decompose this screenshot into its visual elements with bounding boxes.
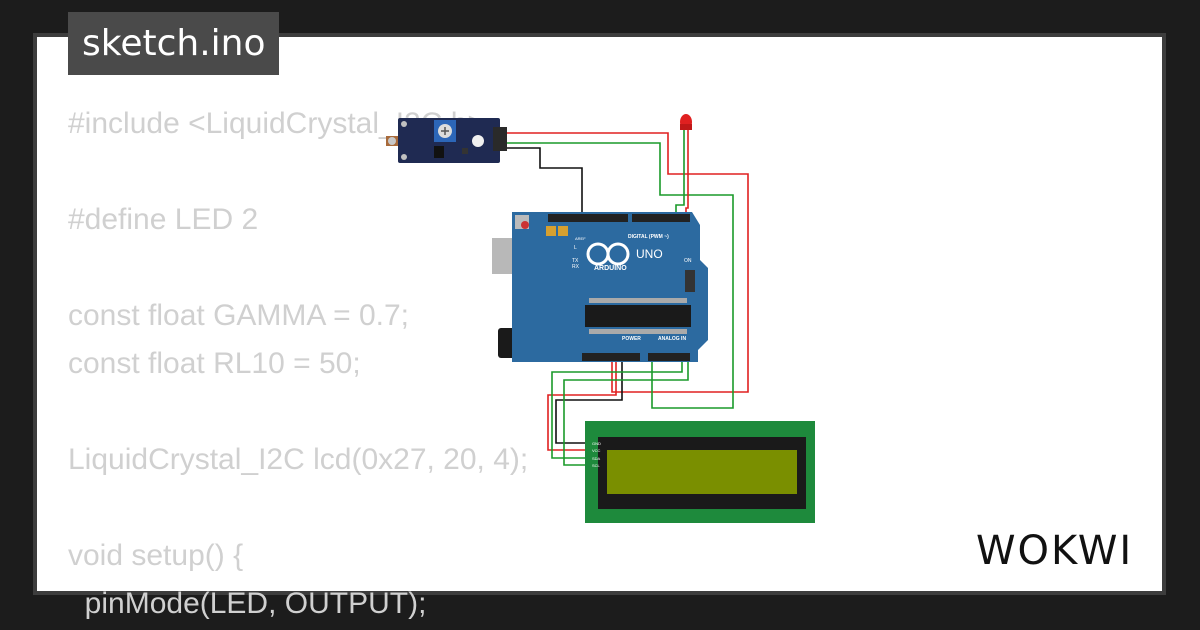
l-led-label: L	[574, 245, 577, 251]
lcd-pin-gnd: GND	[592, 441, 601, 446]
wire-black-lcd-gnd	[555, 355, 623, 444]
on-led-label: ON	[684, 258, 692, 264]
board-model: UNO	[636, 247, 663, 261]
wire-red-lcd-vcc	[547, 355, 617, 451]
code-line: LiquidCrystal_I2C lcd(0x27, 20, 4);	[68, 443, 529, 476]
wire-black-gnd-ldr	[500, 147, 583, 214]
file-tab[interactable]: sketch.ino	[68, 12, 280, 75]
wire-green-lcd-scl	[563, 355, 689, 466]
code-line: const float GAMMA = 0.7;	[68, 299, 409, 332]
wires	[500, 130, 749, 466]
digital-header-label: DIGITAL (PWM ~)	[628, 234, 669, 240]
aref-label: AREF	[575, 236, 586, 241]
wire-led-cathode	[675, 130, 685, 214]
ldr-sensor-module[interactable]	[386, 118, 507, 163]
board-brand: ARDUINO	[594, 265, 627, 272]
svg-text:WOKWI: WOKWI	[976, 528, 1133, 570]
code-line: void setup() {	[68, 539, 244, 572]
code-line: pinMode(LED, OUTPUT);	[68, 587, 427, 620]
analog-header-label: ANALOG IN	[658, 336, 686, 342]
lcd-i2c-display[interactable]: GND VCC SDA SCL	[585, 421, 815, 523]
wire-led-anode	[685, 130, 689, 214]
lcd-pin-sda: SDA	[592, 456, 601, 461]
wokwi-logo: WOKWI	[976, 528, 1133, 570]
lcd-pin-vcc: VCC	[592, 448, 601, 453]
code-line: #define LED 2	[68, 203, 259, 236]
code-line: const float RL10 = 50;	[68, 347, 361, 380]
wire-red-vcc-ldr	[500, 132, 749, 393]
rx-led-label: RX	[572, 264, 580, 270]
wire-green-do-led	[500, 142, 734, 409]
arduino-uno-board[interactable]: ARDUINO UNO DIGITAL (PWM ~) POWER ANALOG…	[492, 212, 708, 362]
red-led[interactable]	[680, 114, 692, 130]
power-header-label: POWER	[622, 336, 641, 342]
lcd-pin-scl: SCL	[592, 463, 601, 468]
tx-led-label: TX	[572, 258, 579, 264]
